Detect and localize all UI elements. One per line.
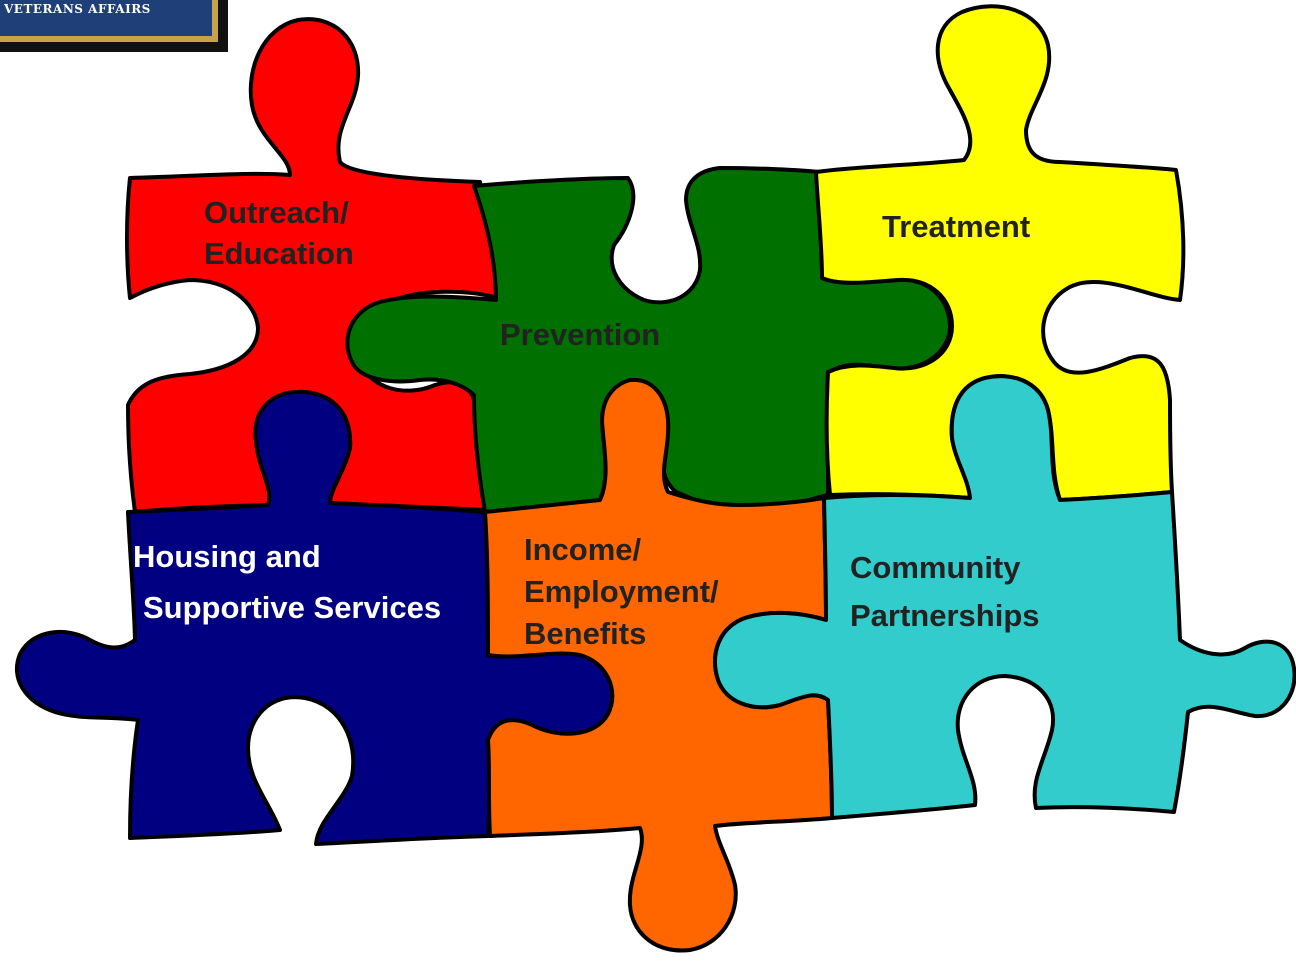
outreach-label-line2: Education [204,236,354,271]
prevention-label: Prevention [500,317,660,352]
income-label-line3: Benefits [524,616,646,651]
treatment-piece [814,4,1186,502]
housing-label-line1: Housing and [133,539,321,574]
income-label-line1: Income/ [524,532,642,567]
housing-supportive-services-piece [14,389,615,846]
treatment-label: Treatment [882,209,1030,244]
housing-label-line2: Supportive Services [143,590,441,625]
community-label-line2: Partnerships [850,598,1040,633]
outreach-label-line1: Outreach/ [204,195,349,230]
community-partnerships-piece [713,374,1296,820]
income-label-line2: Employment/ [524,574,719,609]
piece-labels: Outreach/ Education Prevention Treatment… [133,195,1040,651]
logo-text: VETERANS AFFAIRS [3,2,151,16]
community-label-line1: Community [850,550,1021,585]
logo: VETERANS AFFAIRS [0,0,228,52]
